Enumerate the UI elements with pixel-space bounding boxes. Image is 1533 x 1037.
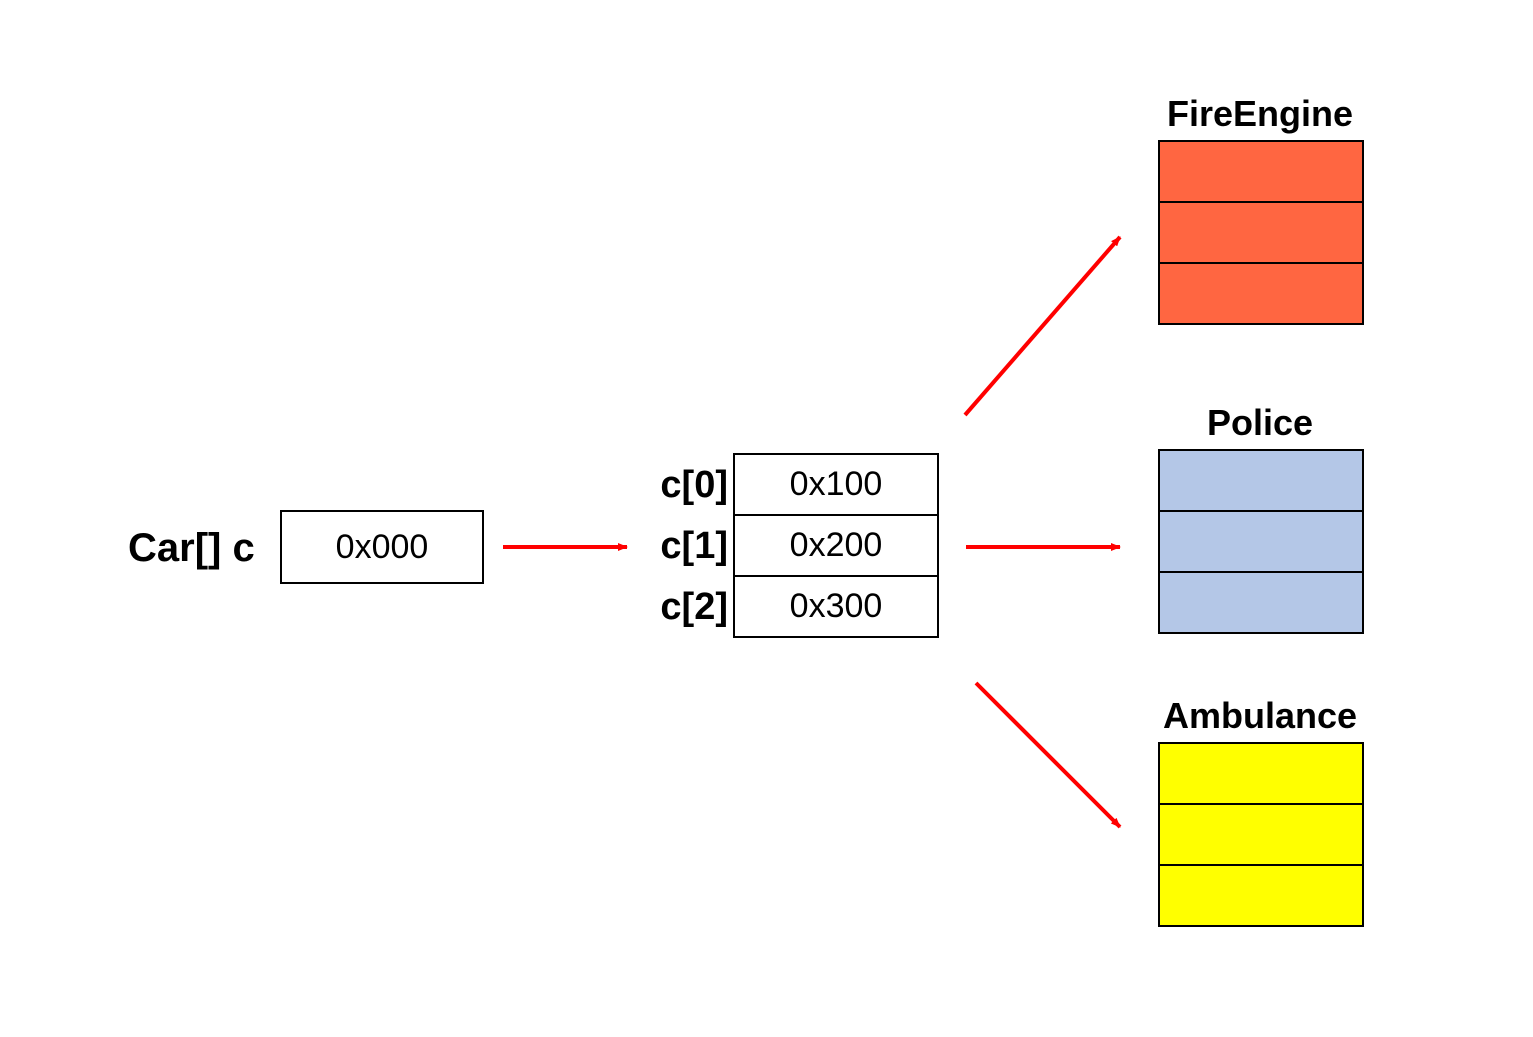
array-cell-value: 0x300 (789, 587, 883, 625)
police-title: Police (1206, 402, 1314, 443)
array-cell: 0x200 (735, 516, 937, 577)
object-field (1160, 203, 1362, 264)
variable-value: 0x000 (335, 527, 429, 566)
variable-label: Car[] c (128, 526, 255, 570)
array-index-labels: c[0] c[1] c[2] (648, 455, 728, 638)
object-field (1160, 451, 1362, 512)
object-field (1160, 805, 1362, 866)
object-field (1160, 512, 1362, 573)
object-field (1160, 142, 1362, 203)
fireengine-object (1158, 140, 1364, 325)
arrow-to-fireengine (963, 235, 1122, 417)
police-object (1158, 449, 1364, 634)
array-cell: 0x300 (735, 577, 937, 636)
variable-box: 0x000 (280, 510, 484, 584)
ambulance-object (1158, 742, 1364, 927)
array-index-label: c[0] (660, 464, 728, 506)
fireengine-title: FireEngine (1166, 93, 1354, 134)
array-cell-value: 0x200 (789, 526, 883, 564)
array-index-label: c[1] (660, 525, 728, 567)
array-index-label: c[2] (660, 586, 728, 628)
array-box: 0x100 0x200 0x300 (733, 453, 939, 638)
array-cell: 0x100 (735, 455, 937, 516)
array-cell-value: 0x100 (789, 465, 883, 503)
object-field (1160, 744, 1362, 805)
ambulance-title: Ambulance (1162, 695, 1358, 736)
arrow-to-ambulance (974, 681, 1122, 829)
